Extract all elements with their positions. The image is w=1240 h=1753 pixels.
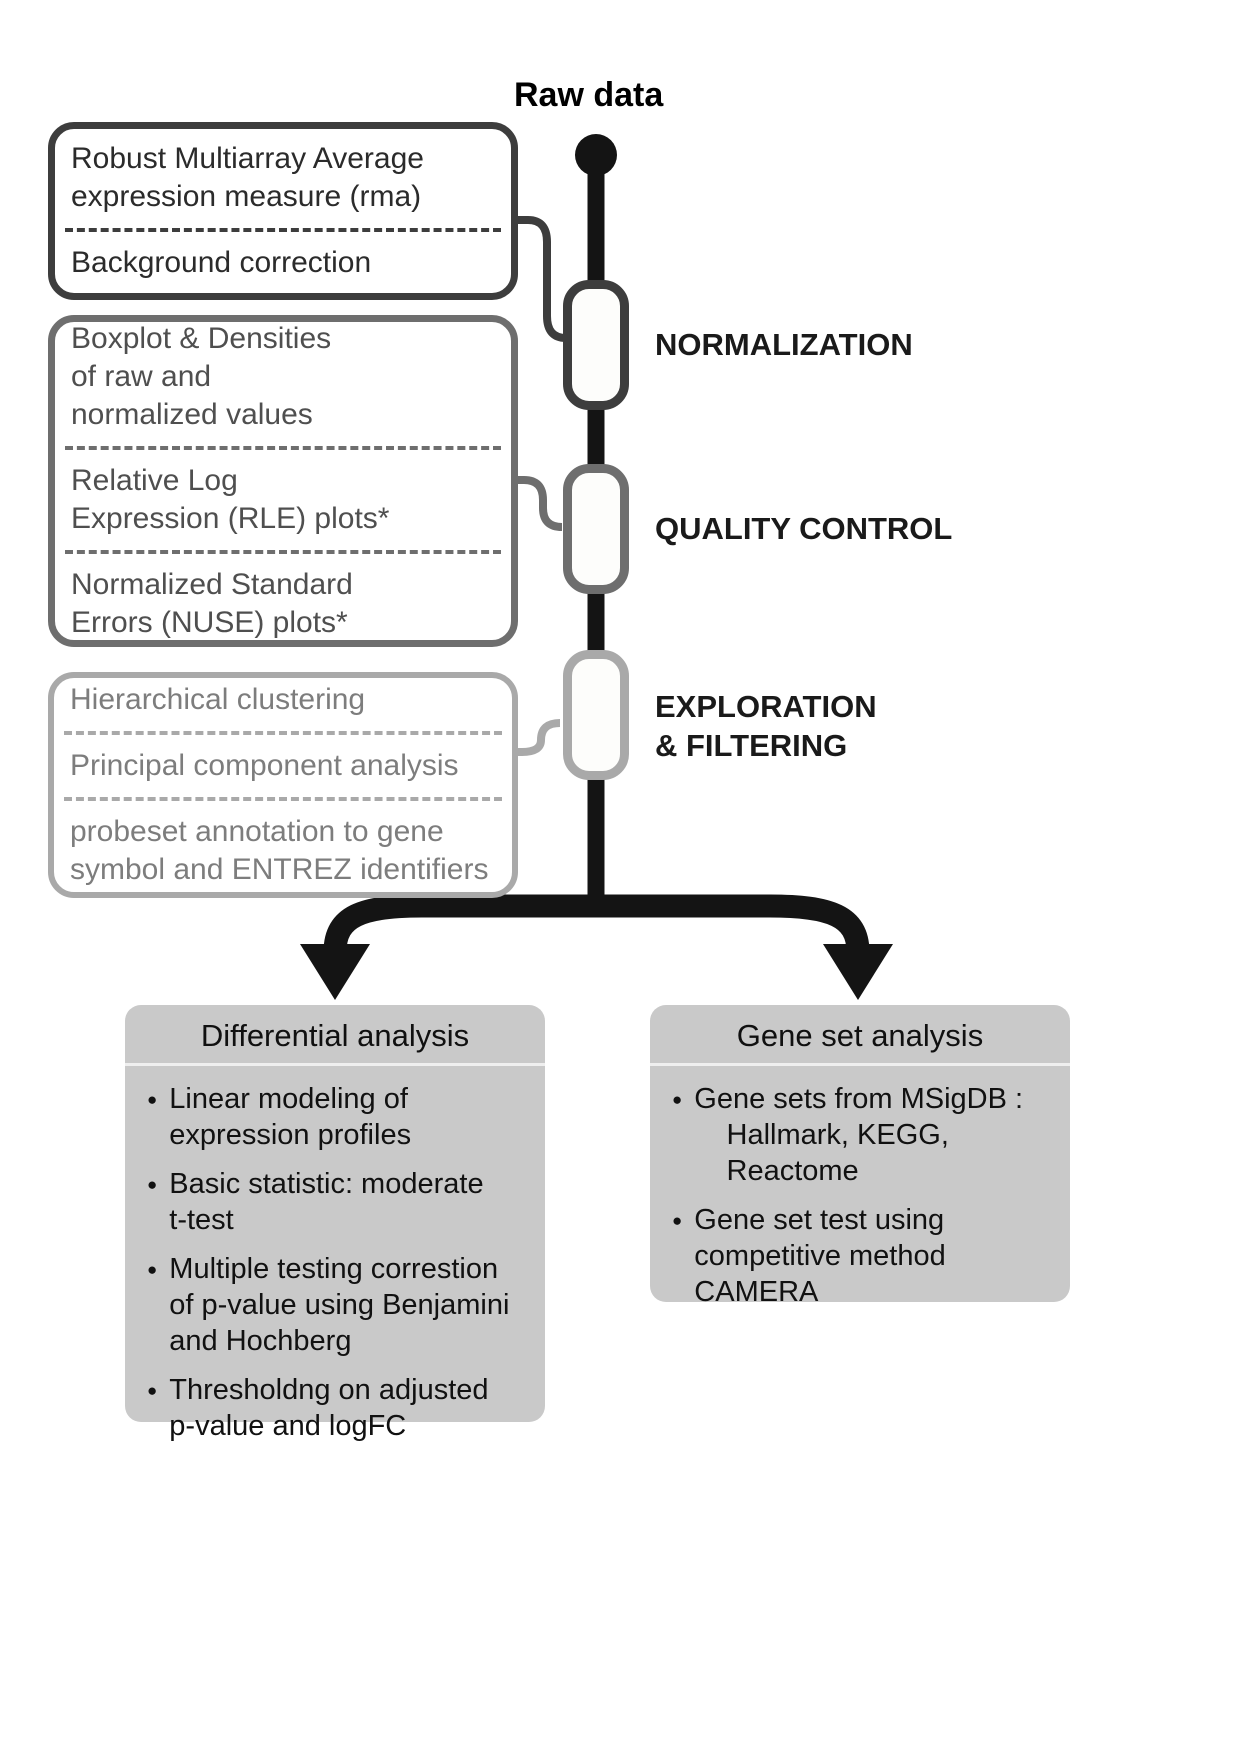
exploration-steps-box: Hierarchical clustering Principal compon… — [48, 672, 518, 898]
bullet-icon: ● — [672, 1210, 683, 1230]
step-hierarchical-clustering: Hierarchical clustering — [70, 682, 366, 716]
connector-exploration — [512, 719, 561, 756]
gene-set-analysis-list: ● Gene sets from MSigDB : Hallmark, KEGG… — [650, 1066, 1070, 1334]
step-nuse-plots: Normalized Standard Errors (NUSE) plots* — [71, 568, 353, 640]
quality-control-node — [563, 464, 629, 594]
dashed-divider — [65, 445, 501, 450]
quality-control-steps-box: Boxplot & Densities of raw and normalize… — [48, 315, 518, 647]
differential-analysis-box: Differential analysis ● Linear modeling … — [125, 1005, 545, 1442]
step-boxplot-densities: Boxplot & Densities of raw and normalize… — [71, 321, 332, 431]
bullet-text: Multiple testing correstion of p-value u… — [169, 1252, 510, 1357]
list-item: ● Basic statistic: moderate t-test — [147, 1167, 529, 1239]
step-probeset-annotation: probeset annotation to gene symbol and E… — [70, 815, 489, 887]
connector-quality-control — [512, 476, 563, 531]
list-item: ● Linear modeling of expression profiles — [147, 1082, 529, 1154]
quality-control-label: QUALITY CONTROL — [655, 511, 953, 546]
dashed-divider — [64, 797, 502, 801]
bullet-icon: ● — [147, 1380, 158, 1400]
dashed-divider — [65, 228, 501, 233]
raw-data-dot — [575, 134, 617, 176]
step-background-correction: Background correction — [71, 246, 372, 280]
arrowhead-left-icon — [300, 944, 370, 1000]
exploration-filtering-label: EXPLORATION & FILTERING — [655, 689, 877, 763]
dashed-divider — [64, 730, 502, 735]
gene-set-analysis-box: Gene set analysis ● Gene sets from MSigD… — [650, 1005, 1070, 1308]
dashed-divider — [65, 550, 501, 555]
bullet-icon: ● — [147, 1259, 158, 1279]
differential-analysis-title: Differential analysis — [125, 1005, 545, 1066]
branch-split-line — [323, 894, 870, 953]
list-item: ● Multiple testing correstion of p-value… — [147, 1252, 529, 1360]
list-item: ● Gene set test using competitive method… — [672, 1203, 1054, 1311]
bullet-icon: ● — [147, 1174, 158, 1194]
bullet-text: Basic statistic: moderate t-test — [169, 1167, 484, 1236]
normalization-label: NORMALIZATION — [655, 327, 913, 362]
list-item: ● Thresholdng on adjusted p-value and lo… — [147, 1373, 529, 1445]
differential-analysis-list: ● Linear modeling of expression profiles… — [125, 1066, 545, 1468]
step-pca: Principal component analysis — [70, 748, 459, 782]
list-item: ● Gene sets from MSigDB : Hallmark, KEGG… — [672, 1082, 1054, 1190]
bullet-icon: ● — [672, 1090, 683, 1109]
step-rle-plots: Relative Log Expression (RLE) plots* — [71, 463, 390, 536]
raw-data-label: Raw data — [514, 76, 664, 114]
bullet-icon: ● — [147, 1090, 158, 1109]
bullet-text: Linear modeling of expression profiles — [169, 1083, 412, 1151]
step-rma: Robust Multiarray Average expression mea… — [71, 141, 424, 213]
connector-normalization — [512, 216, 567, 342]
bullet-text: Thresholdng on adjusted p-value and logF… — [169, 1373, 489, 1442]
arrowhead-right-icon — [823, 944, 893, 1000]
bullet-text: Gene sets from MSigDB : Hallmark, KEGG, … — [694, 1083, 1024, 1187]
exploration-node — [563, 650, 629, 780]
gene-set-analysis-title: Gene set analysis — [650, 1005, 1070, 1066]
bullet-text: Gene set test using competitive method C… — [694, 1203, 946, 1308]
normalization-node — [563, 280, 629, 410]
normalization-steps-box: Robust Multiarray Average expression mea… — [48, 122, 518, 300]
